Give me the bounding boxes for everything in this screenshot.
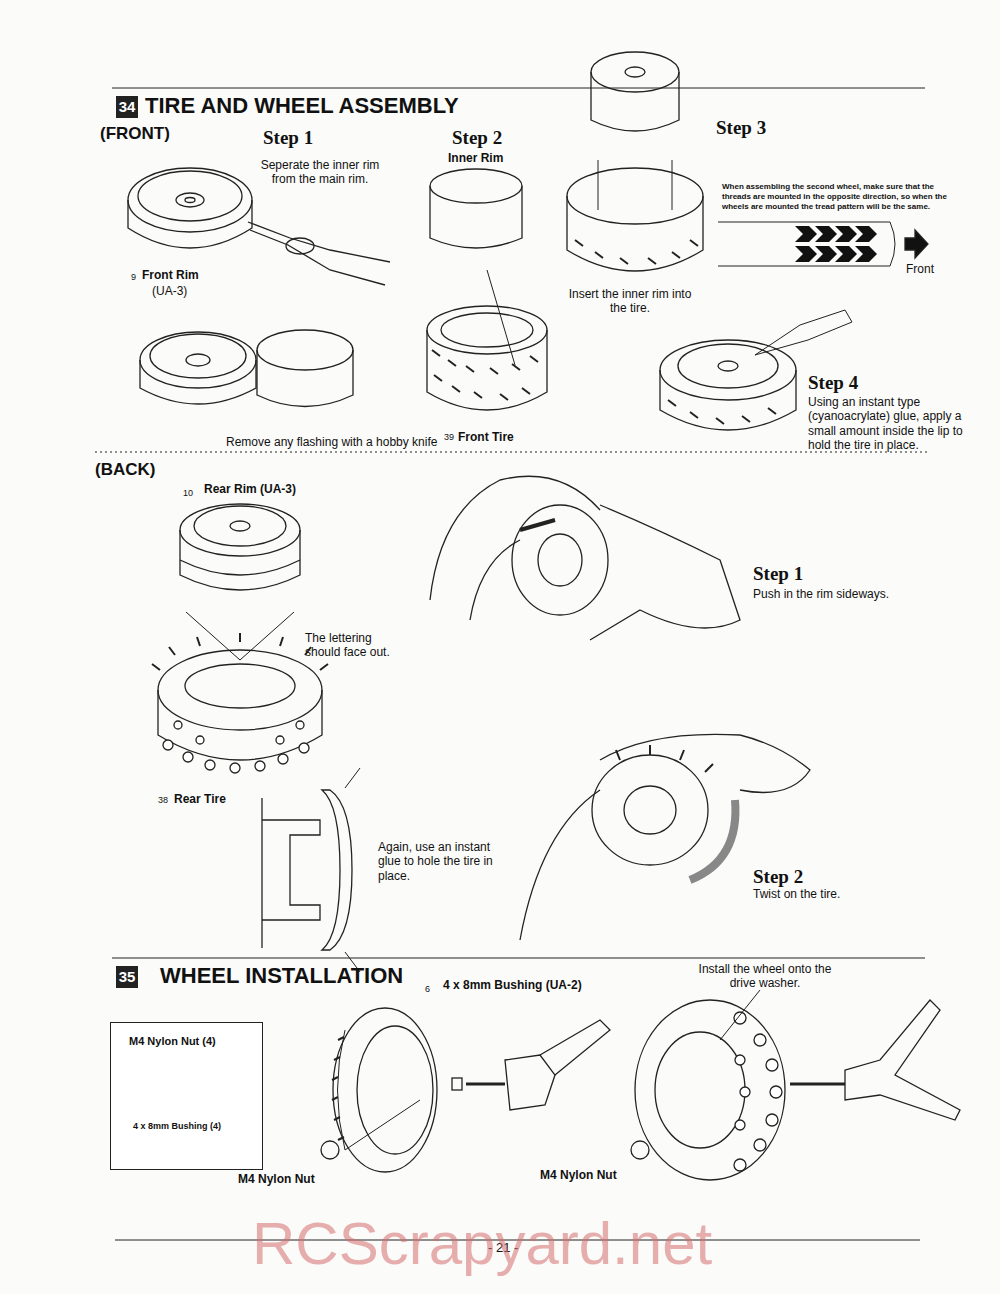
instruction: The lettering should face out.	[305, 631, 405, 660]
section-label: (BACK)	[95, 460, 155, 480]
section-number: 35	[116, 966, 138, 988]
instruction: Using an instant type (cyanoacrylate) gl…	[808, 395, 963, 453]
callout-number: 6	[425, 984, 430, 995]
section-label: (FRONT)	[100, 124, 170, 144]
part-name: Inner Rim	[448, 151, 503, 165]
step-heading: Step 2	[452, 127, 502, 150]
direction-label: Front	[906, 262, 934, 276]
step-heading: Step 2	[753, 866, 803, 889]
callout-number: 10	[183, 488, 193, 499]
section-number: 34	[116, 96, 138, 118]
step-heading: Step 3	[716, 117, 766, 140]
callout-number: 39	[444, 432, 454, 443]
instruction: Push in the rim sideways.	[753, 587, 889, 601]
callout-number: 38	[158, 795, 168, 806]
instruction: Remove any flashing with a hobby knife	[226, 435, 437, 449]
instruction: Twist on the tire.	[753, 887, 840, 901]
instruction: Again, use an instant glue to hole the t…	[378, 840, 503, 883]
part-code: (UA-3)	[152, 284, 187, 298]
instruction: Install the wheel onto the drive washer.	[690, 962, 840, 991]
step-heading: Step 4	[808, 372, 858, 395]
note: When assembling the second wheel, make s…	[722, 182, 954, 212]
part-name: Rear Tire	[174, 792, 226, 806]
callout-number: 9	[131, 272, 136, 283]
part-name: 4 x 8mm Bushing (UA-2)	[443, 978, 508, 992]
part-name: Front Rim	[142, 268, 199, 282]
part-name: M4 Nylon Nut	[238, 1172, 315, 1186]
watermark: RCScrapyard.net	[252, 1208, 712, 1280]
step-heading: Step 1	[263, 127, 313, 150]
instruction: Seperate the inner rim from the main rim…	[250, 158, 390, 187]
part-name: M4 Nylon Nut	[540, 1168, 617, 1182]
parts-box: M4 Nylon Nut (4) 4 x 8mm Bushing (4)	[110, 1022, 263, 1170]
instruction: Insert the inner rim into the tire.	[560, 287, 700, 316]
parts-label: 4 x 8mm Bushing (4)	[133, 1121, 221, 1131]
section-title: WHEEL INSTALLATION	[160, 963, 403, 989]
part-name: Front Tire	[458, 430, 514, 444]
parts-label: M4 Nylon Nut (4)	[129, 1035, 216, 1047]
step-heading: Step 1	[753, 563, 803, 586]
section-title: TIRE AND WHEEL ASSEMBLY	[145, 93, 459, 119]
part-name: Rear Rim (UA-3)	[204, 482, 296, 496]
